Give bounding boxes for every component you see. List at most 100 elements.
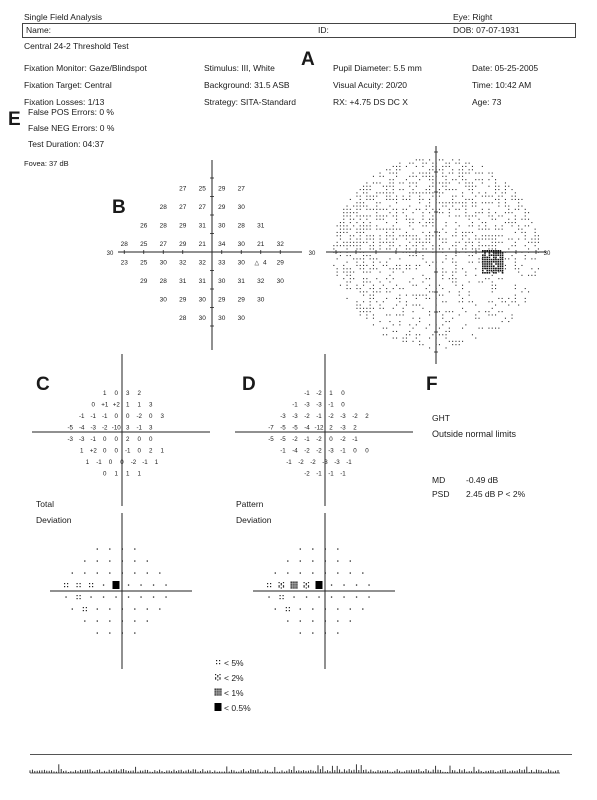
total-deviation-prob-dot <box>121 632 123 634</box>
pattern-deviation-prob-symbol-p1 <box>290 581 298 589</box>
test-name: Central 24-2 Threshold Test <box>24 41 129 51</box>
total-deviation-value: 0 <box>103 470 107 477</box>
threshold-value: 30 <box>218 222 226 229</box>
pattern-deviation-prob-dot <box>349 560 351 562</box>
threshold-value: 4 <box>263 259 267 266</box>
threshold-value: 32 <box>199 259 207 266</box>
threshold-value: 30 <box>218 278 226 285</box>
total-deviation-value: -1 <box>90 413 96 420</box>
total-deviation-label-2: Deviation <box>36 515 72 525</box>
pattern-deviation-value: -3 <box>334 459 340 466</box>
psd-label: PSD <box>432 489 450 499</box>
total-deviation-value: 0 <box>138 447 142 454</box>
total-deviation-value: 1 <box>103 390 107 397</box>
total-deviation-prob-dot <box>115 596 117 598</box>
threshold-value: 30 <box>238 204 246 211</box>
total-deviation-prob-dot <box>159 572 161 574</box>
info-line: Pupil Diameter: 5.5 mm <box>333 63 422 73</box>
total-deviation-value: 1 <box>86 459 90 466</box>
total-deviation-value: 1 <box>161 447 165 454</box>
marker-a: A <box>301 49 315 70</box>
pattern-deviation-prob-dot <box>312 632 314 634</box>
pattern-deviation-prob-dot <box>349 572 351 574</box>
info-line: Date: 05-25-2005 <box>472 63 539 73</box>
total-deviation-value: -5 <box>67 424 73 431</box>
total-deviation-value: -2 <box>102 424 108 431</box>
legend-symbol-p2 <box>215 674 221 681</box>
total-deviation-prob-dot <box>102 596 105 598</box>
threshold-value: 31 <box>199 222 207 229</box>
md-value: -0.49 dB <box>466 475 499 485</box>
total-deviation-prob-dot <box>84 620 86 622</box>
total-deviation-value: -1 <box>142 459 148 466</box>
pattern-deviation-value: -5 <box>280 436 286 443</box>
pattern-deviation-prob-dot <box>337 632 339 634</box>
pattern-deviation-prob-dot <box>355 584 358 586</box>
total-deviation-prob-dot <box>96 560 98 562</box>
info-line: Visual Acuity: 20/20 <box>333 80 408 90</box>
total-deviation-value: 0 <box>126 413 130 420</box>
total-deviation-prob-symbol-p5 <box>76 583 81 588</box>
total-deviation-prob-dot <box>146 620 148 622</box>
pattern-deviation-value: 2 <box>329 424 333 431</box>
info-line: Strategy: SITA-Standard <box>204 97 296 107</box>
total-deviation-value: 2 <box>149 447 153 454</box>
threshold-value: 27 <box>179 204 187 211</box>
pattern-deviation-value: -2 <box>304 470 310 477</box>
legend-1: < 1% <box>224 688 244 698</box>
threshold-value: 21 <box>257 241 265 248</box>
pattern-deviation-value: -2 <box>352 413 358 420</box>
info-line: Stimulus: III, White <box>204 63 275 73</box>
total-deviation-prob-dot <box>109 620 111 622</box>
total-deviation-prob-dot <box>121 560 123 562</box>
pattern-deviation-value: -2 <box>328 413 334 420</box>
total-deviation-prob-dot <box>159 608 161 610</box>
gaze-tracker-strip <box>30 754 572 791</box>
threshold-value: 29 <box>179 222 187 229</box>
pattern-deviation-prob-dot <box>330 596 333 598</box>
total-deviation-value: -2 <box>131 459 137 466</box>
threshold-value: 29 <box>238 296 246 303</box>
total-deviation-value: -3 <box>67 436 73 443</box>
total-deviation-prob-dot <box>65 596 67 598</box>
info-line: Fovea: 37 dB <box>24 159 69 168</box>
total-deviation-value: -1 <box>102 413 108 420</box>
pattern-deviation-value: -7 <box>268 424 274 431</box>
threshold-value: 28 <box>160 222 168 229</box>
pattern-deviation-value: 0 <box>365 447 369 454</box>
pattern-deviation-prob-dot <box>305 596 308 598</box>
pattern-deviation-prob-dot <box>349 620 351 622</box>
pattern-deviation-prob-dot <box>312 548 314 550</box>
pattern-deviation-prob-dot <box>337 608 339 610</box>
pattern-deviation-value: -4 <box>304 424 310 431</box>
threshold-value: 31 <box>238 278 246 285</box>
total-deviation-prob-symbol-p5 <box>89 583 94 588</box>
total-deviation-value: 0 <box>103 436 107 443</box>
pattern-deviation-value: -2 <box>316 390 322 397</box>
total-deviation-prob-dot <box>96 572 98 574</box>
total-deviation-value: 3 <box>126 424 130 431</box>
threshold-value: 29 <box>179 241 187 248</box>
total-deviation-value: -2 <box>136 413 142 420</box>
id-label: ID: <box>318 25 329 35</box>
pattern-deviation-value: -5 <box>292 424 298 431</box>
threshold-value: 26 <box>140 222 148 229</box>
info-line: Age: 73 <box>472 97 502 107</box>
ght-value: Outside normal limits <box>432 429 517 439</box>
pattern-deviation-value: -3 <box>340 424 346 431</box>
threshold-value: 34 <box>218 241 226 248</box>
threshold-value: 30 <box>160 296 168 303</box>
total-deviation-value: 3 <box>149 401 153 408</box>
pattern-deviation-prob-dot <box>287 620 289 622</box>
total-deviation-prob-dot <box>121 620 123 622</box>
pattern-deviation-prob-dot <box>287 572 289 574</box>
total-deviation-prob-dot <box>134 632 136 634</box>
threshold-value: 31 <box>199 278 207 285</box>
threshold-value: 30 <box>160 259 168 266</box>
pattern-deviation-value: -3 <box>322 459 328 466</box>
dob-label: DOB: 07-07-1931 <box>453 25 520 35</box>
threshold-value: 30 <box>257 296 265 303</box>
